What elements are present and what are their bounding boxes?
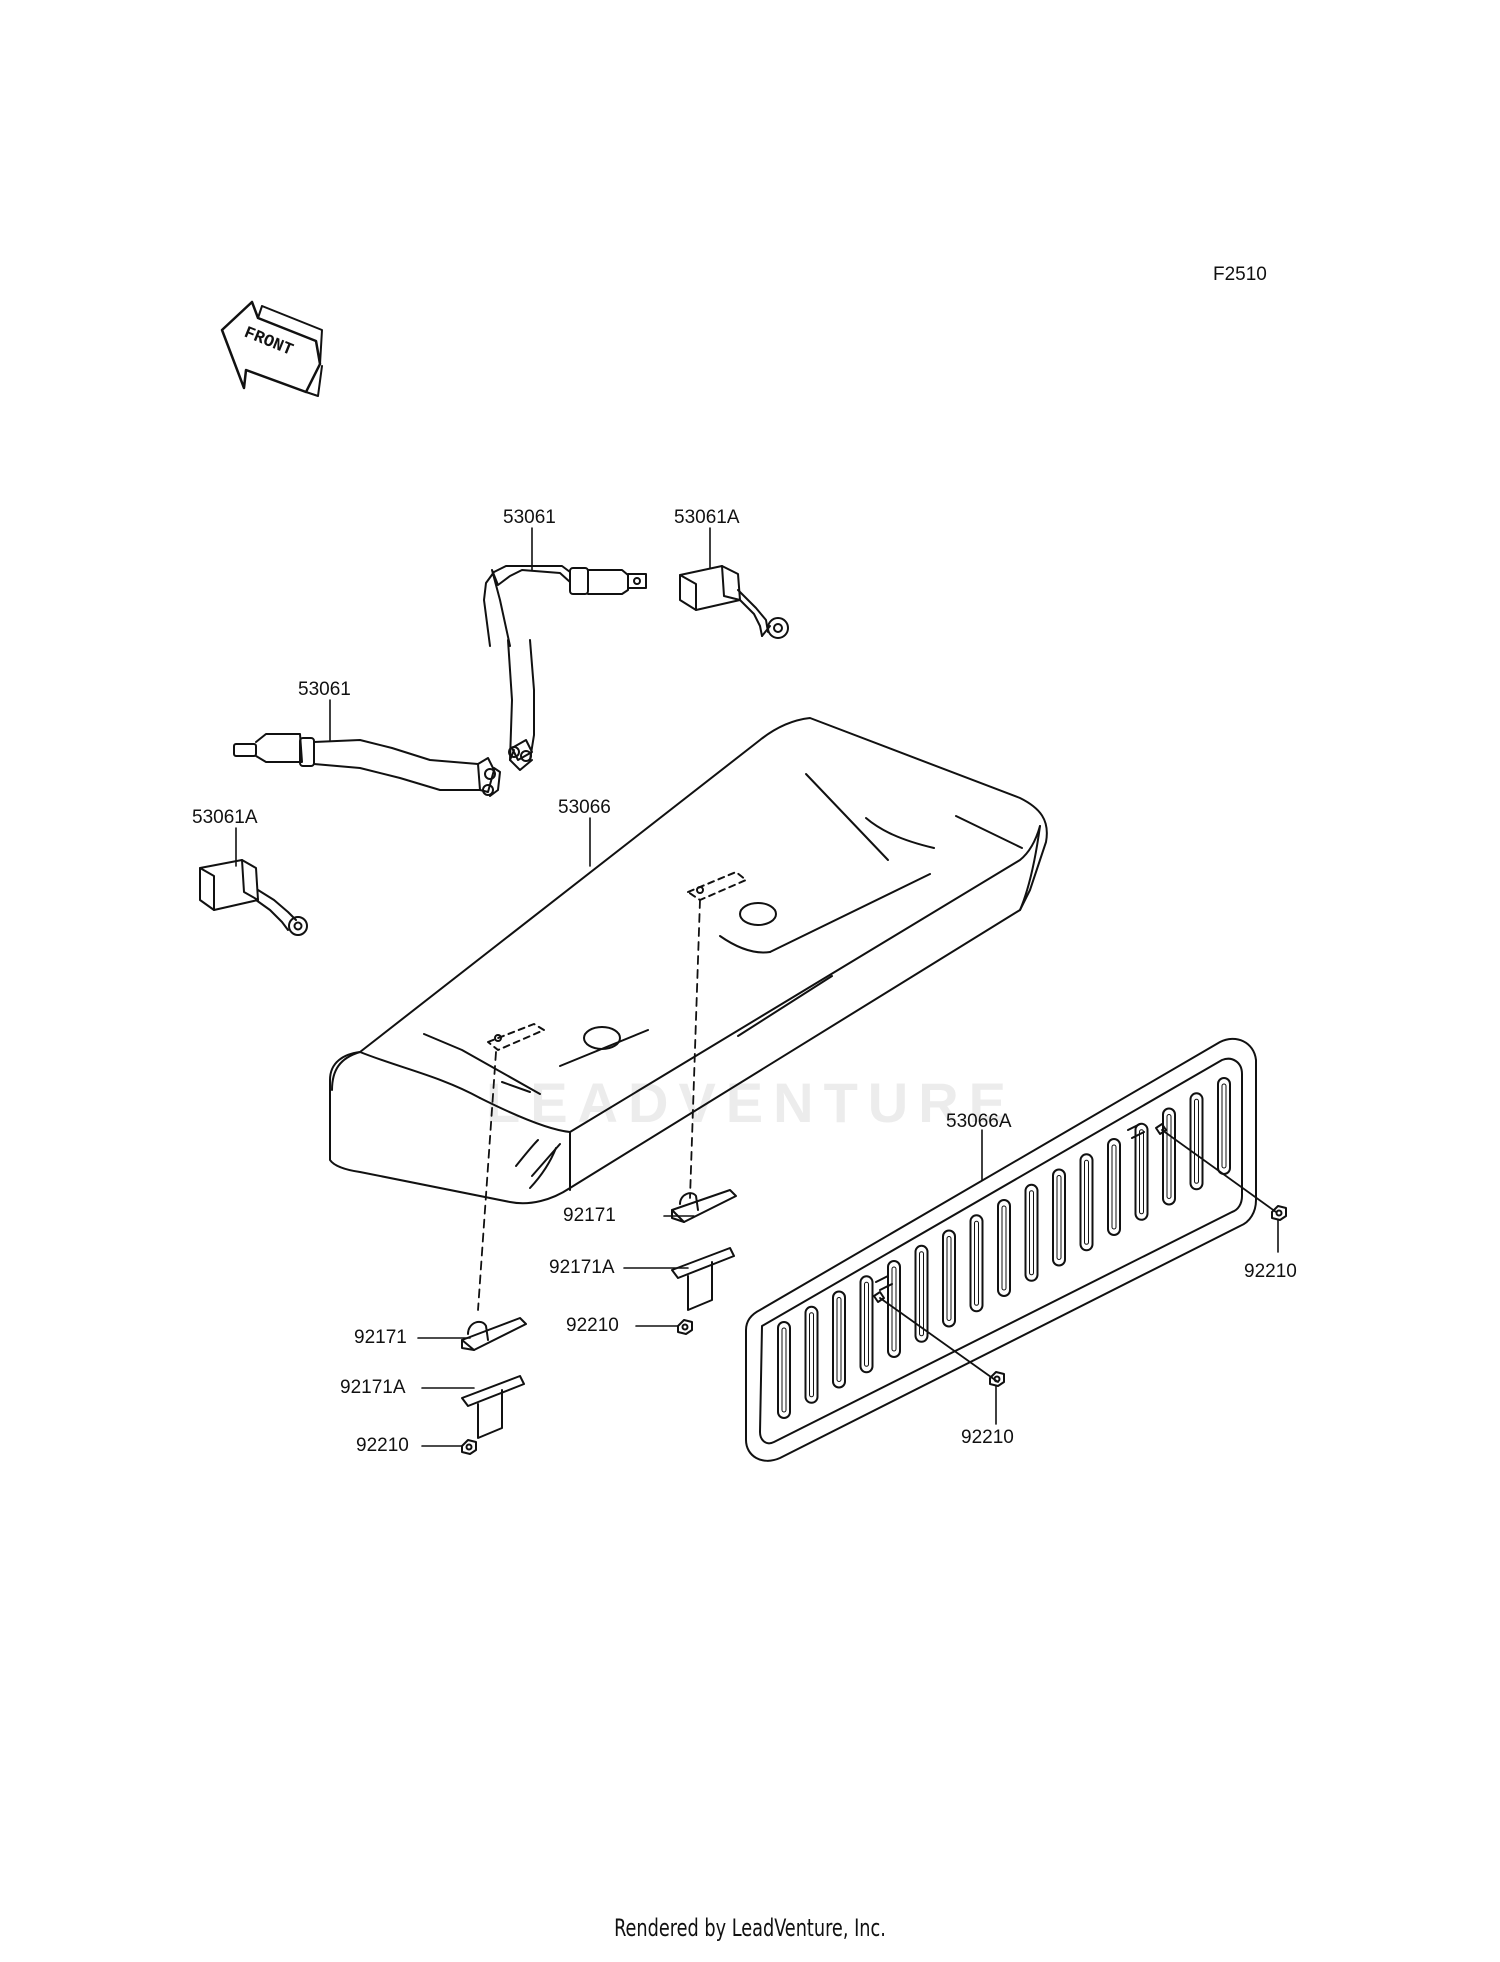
seat-back-panel — [745, 1037, 1257, 1462]
nut-right-icon — [1271, 1205, 1287, 1221]
vent-slot-inner — [974, 1220, 979, 1306]
callout-53061-left: 53061 — [298, 679, 351, 700]
vent-slot-inner — [1084, 1159, 1089, 1245]
vent-slot-inner — [1111, 1144, 1117, 1230]
stud-line-back-right — [1161, 1129, 1277, 1213]
vent-slot-inner — [1194, 1098, 1199, 1184]
vent-slot — [804, 1305, 819, 1404]
vent-slot-inner — [1139, 1129, 1144, 1215]
buckle-left — [199, 859, 308, 936]
callout-92210-right: 92210 — [1244, 1261, 1297, 1282]
callout-53061a-left: 53061A — [192, 807, 258, 828]
vent-slot — [969, 1214, 984, 1313]
assembly-line-center — [689, 899, 701, 1199]
front-arrow-icon: FRONT — [220, 300, 323, 397]
vent-slot — [832, 1290, 846, 1389]
vent-slot — [997, 1199, 1011, 1297]
stud-line-back-center — [879, 1297, 999, 1383]
vent-slot — [1079, 1153, 1094, 1252]
buckle-upper — [679, 565, 789, 639]
bracket-left — [461, 1317, 527, 1351]
footer-credit: Rendered by LeadVenture, Inc. — [614, 1914, 886, 1942]
nut-left-icon — [461, 1439, 477, 1455]
vent-slot — [942, 1229, 956, 1328]
callout-53061a-upper: 53061A — [674, 507, 740, 528]
seat-cushion — [329, 717, 1048, 1205]
figure-code: F2510 — [1213, 264, 1267, 285]
vent-slot-inner — [864, 1281, 869, 1367]
vent-slot — [1134, 1122, 1149, 1221]
vent-slot — [887, 1260, 901, 1358]
vent-slot — [1162, 1107, 1176, 1206]
callout-92171-center: 92171 — [563, 1205, 616, 1226]
vent-slot — [777, 1321, 791, 1419]
vent-slot-inner — [1221, 1083, 1227, 1169]
vent-slot — [1107, 1138, 1121, 1236]
vent-slot-inner — [1056, 1175, 1062, 1260]
bracket-a-left — [461, 1375, 525, 1439]
seat-belt-upper — [483, 565, 647, 771]
vent-slot-inner — [919, 1251, 924, 1337]
vent-slot — [1217, 1077, 1231, 1175]
callout-53061-upper: 53061 — [503, 507, 556, 528]
seat-back-vent-slots — [777, 1077, 1231, 1419]
callout-92210-center: 92210 — [566, 1315, 619, 1336]
vent-slot — [859, 1275, 874, 1374]
callout-92210-back-center: 92210 — [961, 1427, 1014, 1448]
assembly-line-left — [477, 1051, 497, 1311]
seat-back-studs — [873, 1123, 1167, 1303]
vent-slot-inner — [1029, 1190, 1034, 1276]
vent-slot-inner — [1166, 1114, 1172, 1199]
vent-slot — [1189, 1092, 1204, 1191]
vent-slot — [1052, 1168, 1066, 1267]
callout-92171a-center: 92171A — [549, 1257, 615, 1278]
watermark: LEADVENTURE — [486, 1071, 1017, 1134]
callout-92210-left: 92210 — [356, 1435, 409, 1456]
nut-center-icon — [677, 1319, 693, 1335]
vent-slot — [914, 1244, 929, 1343]
nut-back-center-icon — [989, 1371, 1005, 1387]
vent-slot-inner — [946, 1236, 952, 1321]
bracket-center — [671, 1189, 737, 1223]
vent-slot-inner — [836, 1297, 842, 1382]
callout-92171-left: 92171 — [354, 1327, 407, 1348]
vent-slot-inner — [809, 1312, 814, 1398]
seat-belt-left — [233, 733, 501, 797]
leader-lines — [235, 527, 1279, 1447]
callout-53066a: 53066A — [946, 1111, 1012, 1132]
bracket-a-center — [671, 1247, 735, 1311]
callout-53066: 53066 — [558, 797, 611, 818]
vent-slot-inner — [1001, 1205, 1007, 1291]
vent-slot — [1024, 1183, 1039, 1282]
vent-slot-inner — [781, 1327, 787, 1413]
callout-92171a-left: 92171A — [340, 1377, 406, 1398]
